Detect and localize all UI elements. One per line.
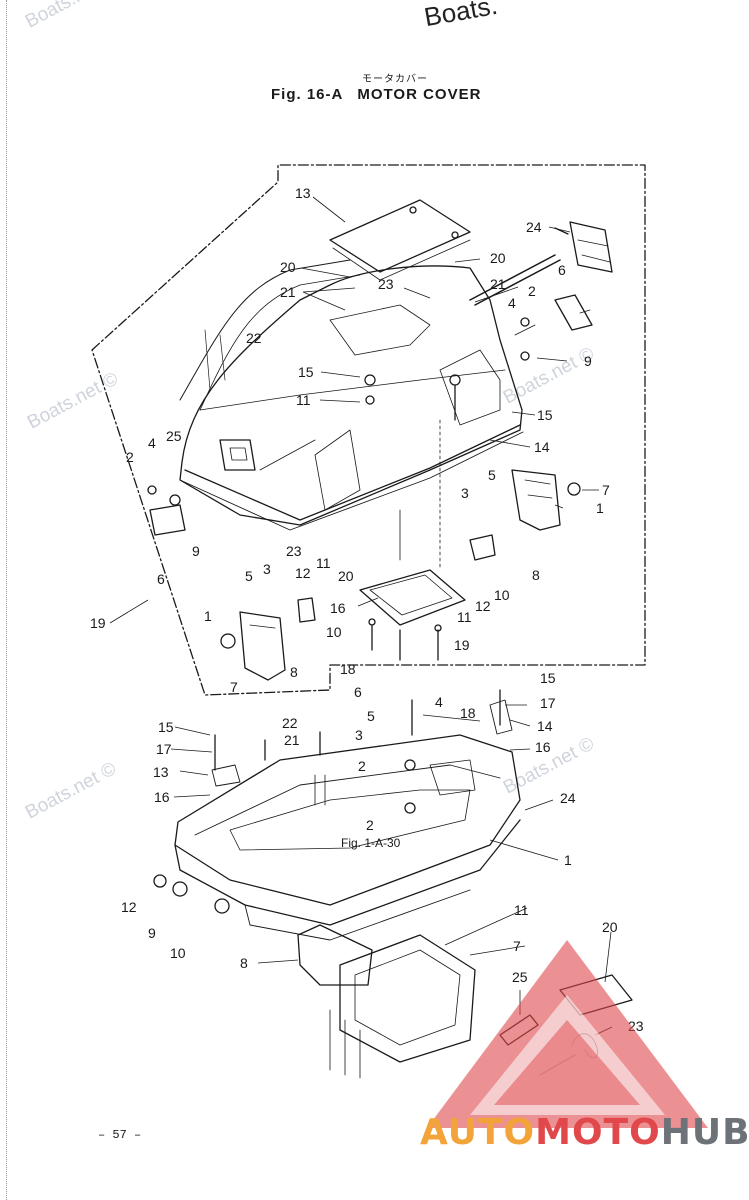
callout: 11 (296, 392, 311, 408)
callout: 6 (157, 571, 165, 587)
brand-part-hub: HUB (660, 1112, 749, 1153)
callout: 5 (488, 467, 496, 483)
figure-reference: Fig. 1-A-30 (341, 836, 401, 850)
callout: 2 (366, 817, 374, 833)
brand-logo: AUTOMOTOHUB (420, 1112, 749, 1153)
callout: 22 (246, 330, 262, 346)
callout: 24 (560, 790, 576, 806)
callout: 7 (602, 482, 610, 498)
callout: 17 (540, 695, 556, 711)
callout: 16 (535, 739, 551, 755)
callout: 25 (512, 969, 528, 985)
callout: 25 (166, 428, 182, 444)
callout: 5 (245, 568, 253, 584)
callout: 2 (358, 758, 366, 774)
callout: 23 (378, 276, 394, 292)
title-japanese: モータカバー (362, 74, 428, 85)
binding-edge (6, 0, 7, 1200)
callout: 21 (284, 732, 300, 748)
callout: 15 (537, 407, 553, 423)
callout: 7 (513, 938, 521, 954)
callout: 8 (290, 664, 298, 680)
brand-part-moto: MOTO (535, 1112, 661, 1153)
callout: 19 (90, 615, 106, 631)
figure-title: Fig. 16-A MOTOR COVER (271, 86, 495, 103)
callout: 8 (532, 567, 540, 583)
callout: 21 (280, 284, 296, 300)
figure-number: Fig. 16-A (271, 86, 344, 103)
callout: 1 (564, 852, 572, 868)
callout: 4 (508, 295, 516, 311)
callout: 15 (158, 719, 174, 735)
callout: 15 (540, 670, 556, 686)
figure-name: MOTOR COVER (357, 86, 482, 103)
callout: 9 (584, 353, 592, 369)
callout: 13 (153, 764, 169, 780)
callout: 5 (367, 708, 375, 724)
callout: 20 (602, 919, 618, 935)
callout: 16 (154, 789, 170, 805)
callout: 3 (355, 727, 363, 743)
callout: 3 (263, 561, 271, 577)
callout: 9 (148, 925, 156, 941)
callout: 4 (435, 694, 443, 710)
warning-triangle-icon (427, 940, 708, 1128)
callout: 13 (295, 185, 311, 201)
callout: 11 (316, 555, 331, 571)
callout: 23 (286, 543, 302, 559)
callout: 20 (280, 259, 296, 275)
callout: 12 (295, 565, 311, 581)
callout: 14 (537, 718, 553, 734)
callout: 14 (534, 439, 550, 455)
callout: 12 (121, 899, 137, 915)
callout: 10 (170, 945, 186, 961)
callout: 2 (126, 449, 134, 465)
callout: 18 (340, 661, 356, 677)
callout: 7 (230, 679, 238, 695)
brand-part-auto: AUTO (420, 1112, 536, 1153)
callout: 20 (338, 568, 354, 584)
callout: 2 (528, 283, 536, 299)
callout: 10 (326, 624, 342, 640)
callout: 10 (494, 587, 510, 603)
callout: 19 (454, 637, 470, 653)
callout: 3 (461, 485, 469, 501)
page-number: – 57 – (98, 1128, 142, 1142)
callout: 6 (354, 684, 362, 700)
callout: 17 (156, 741, 172, 757)
callout: 6 (558, 262, 566, 278)
callout: 22 (282, 715, 298, 731)
callout: 4 (148, 435, 156, 451)
callout: 15 (298, 364, 314, 380)
callout: 8 (240, 955, 248, 971)
callout: 11 (457, 609, 472, 625)
callout: 11 (514, 902, 529, 918)
callout: 18 (460, 705, 476, 721)
callout: 12 (475, 598, 491, 614)
callout: 24 (526, 219, 542, 235)
callout: 1 (596, 500, 604, 516)
callout: 21 (490, 276, 506, 292)
callout: 20 (490, 250, 506, 266)
callout: 1 (204, 608, 212, 624)
callout: 9 (192, 543, 200, 559)
callout: 16 (330, 600, 346, 616)
